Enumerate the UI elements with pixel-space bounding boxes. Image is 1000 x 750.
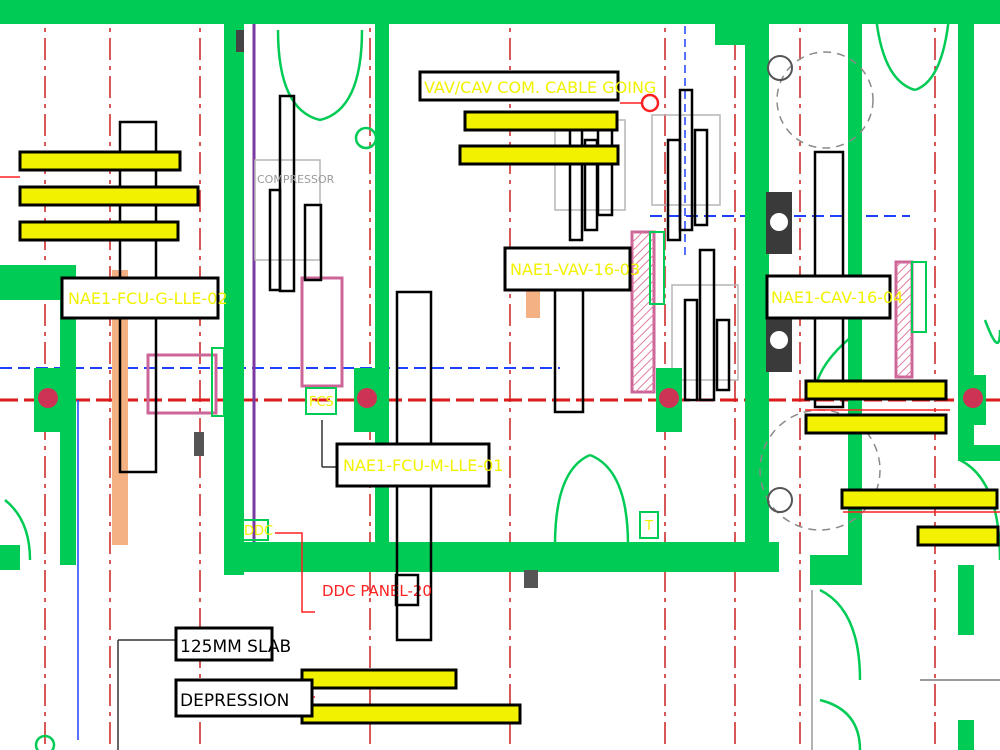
ddc-small-box — [239, 519, 269, 541]
fan-coil-icon-mid — [354, 368, 380, 432]
t-label: T — [644, 519, 653, 534]
grid-lines — [44, 0, 936, 750]
hatch-fill-right — [896, 262, 912, 377]
masked-tags — [18, 110, 1000, 725]
slab-box-1 — [174, 626, 274, 662]
slab-label-1: 125MM SLAB — [180, 637, 291, 657]
ddc-panel-frame — [394, 573, 420, 607]
red-cables — [0, 102, 1000, 698]
compressor-label: COMPRESSOR — [257, 173, 335, 186]
tag-box-fcu-g — [60, 276, 220, 320]
thermostat-icon — [354, 126, 378, 150]
slab-label-2: DEPRESSION — [180, 691, 289, 711]
orange-block — [526, 288, 540, 318]
fcs-box — [305, 387, 337, 415]
fcu-sensor-box — [211, 347, 225, 417]
device-marker — [524, 570, 538, 588]
device-marker — [194, 432, 204, 456]
tag-box-fcu-m — [335, 442, 491, 488]
slab-box-2 — [174, 678, 314, 718]
tag-box-vav — [503, 246, 632, 292]
ddc-small-label: DDC — [244, 524, 273, 539]
vav-sensor-box — [649, 231, 665, 305]
fan-coil-icon-right — [656, 368, 682, 432]
fixture-circles — [767, 55, 793, 513]
fan-coil-icon-left — [34, 368, 62, 432]
tag-box-comm — [418, 70, 620, 102]
tag-cav: NAE1-CAV-16-04 — [771, 288, 903, 307]
hatch-fill — [632, 232, 654, 392]
tag-vav-cav-comm: VAV/CAV COM. CABLE GOING — [424, 78, 656, 97]
damper-icon-lower — [766, 310, 792, 372]
damper-icon-upper — [766, 192, 792, 254]
t-box — [639, 511, 659, 539]
tag-vav: NAE1-VAV-16-03 — [510, 260, 640, 279]
tag-fcu-g: NAE1-FCU-G-LLE-02 — [68, 289, 228, 308]
cav-sensor-box — [911, 261, 927, 333]
device-marker — [236, 30, 244, 52]
ddc-panel-label: DDC PANEL-20 — [322, 582, 432, 600]
tag-fcu-m: NAE1-FCU-M-LLE-01 — [343, 456, 503, 475]
fcs-label: FCS — [309, 395, 334, 410]
tag-box-cav — [765, 274, 892, 320]
fan-coil-icon-far-right — [960, 375, 986, 425]
